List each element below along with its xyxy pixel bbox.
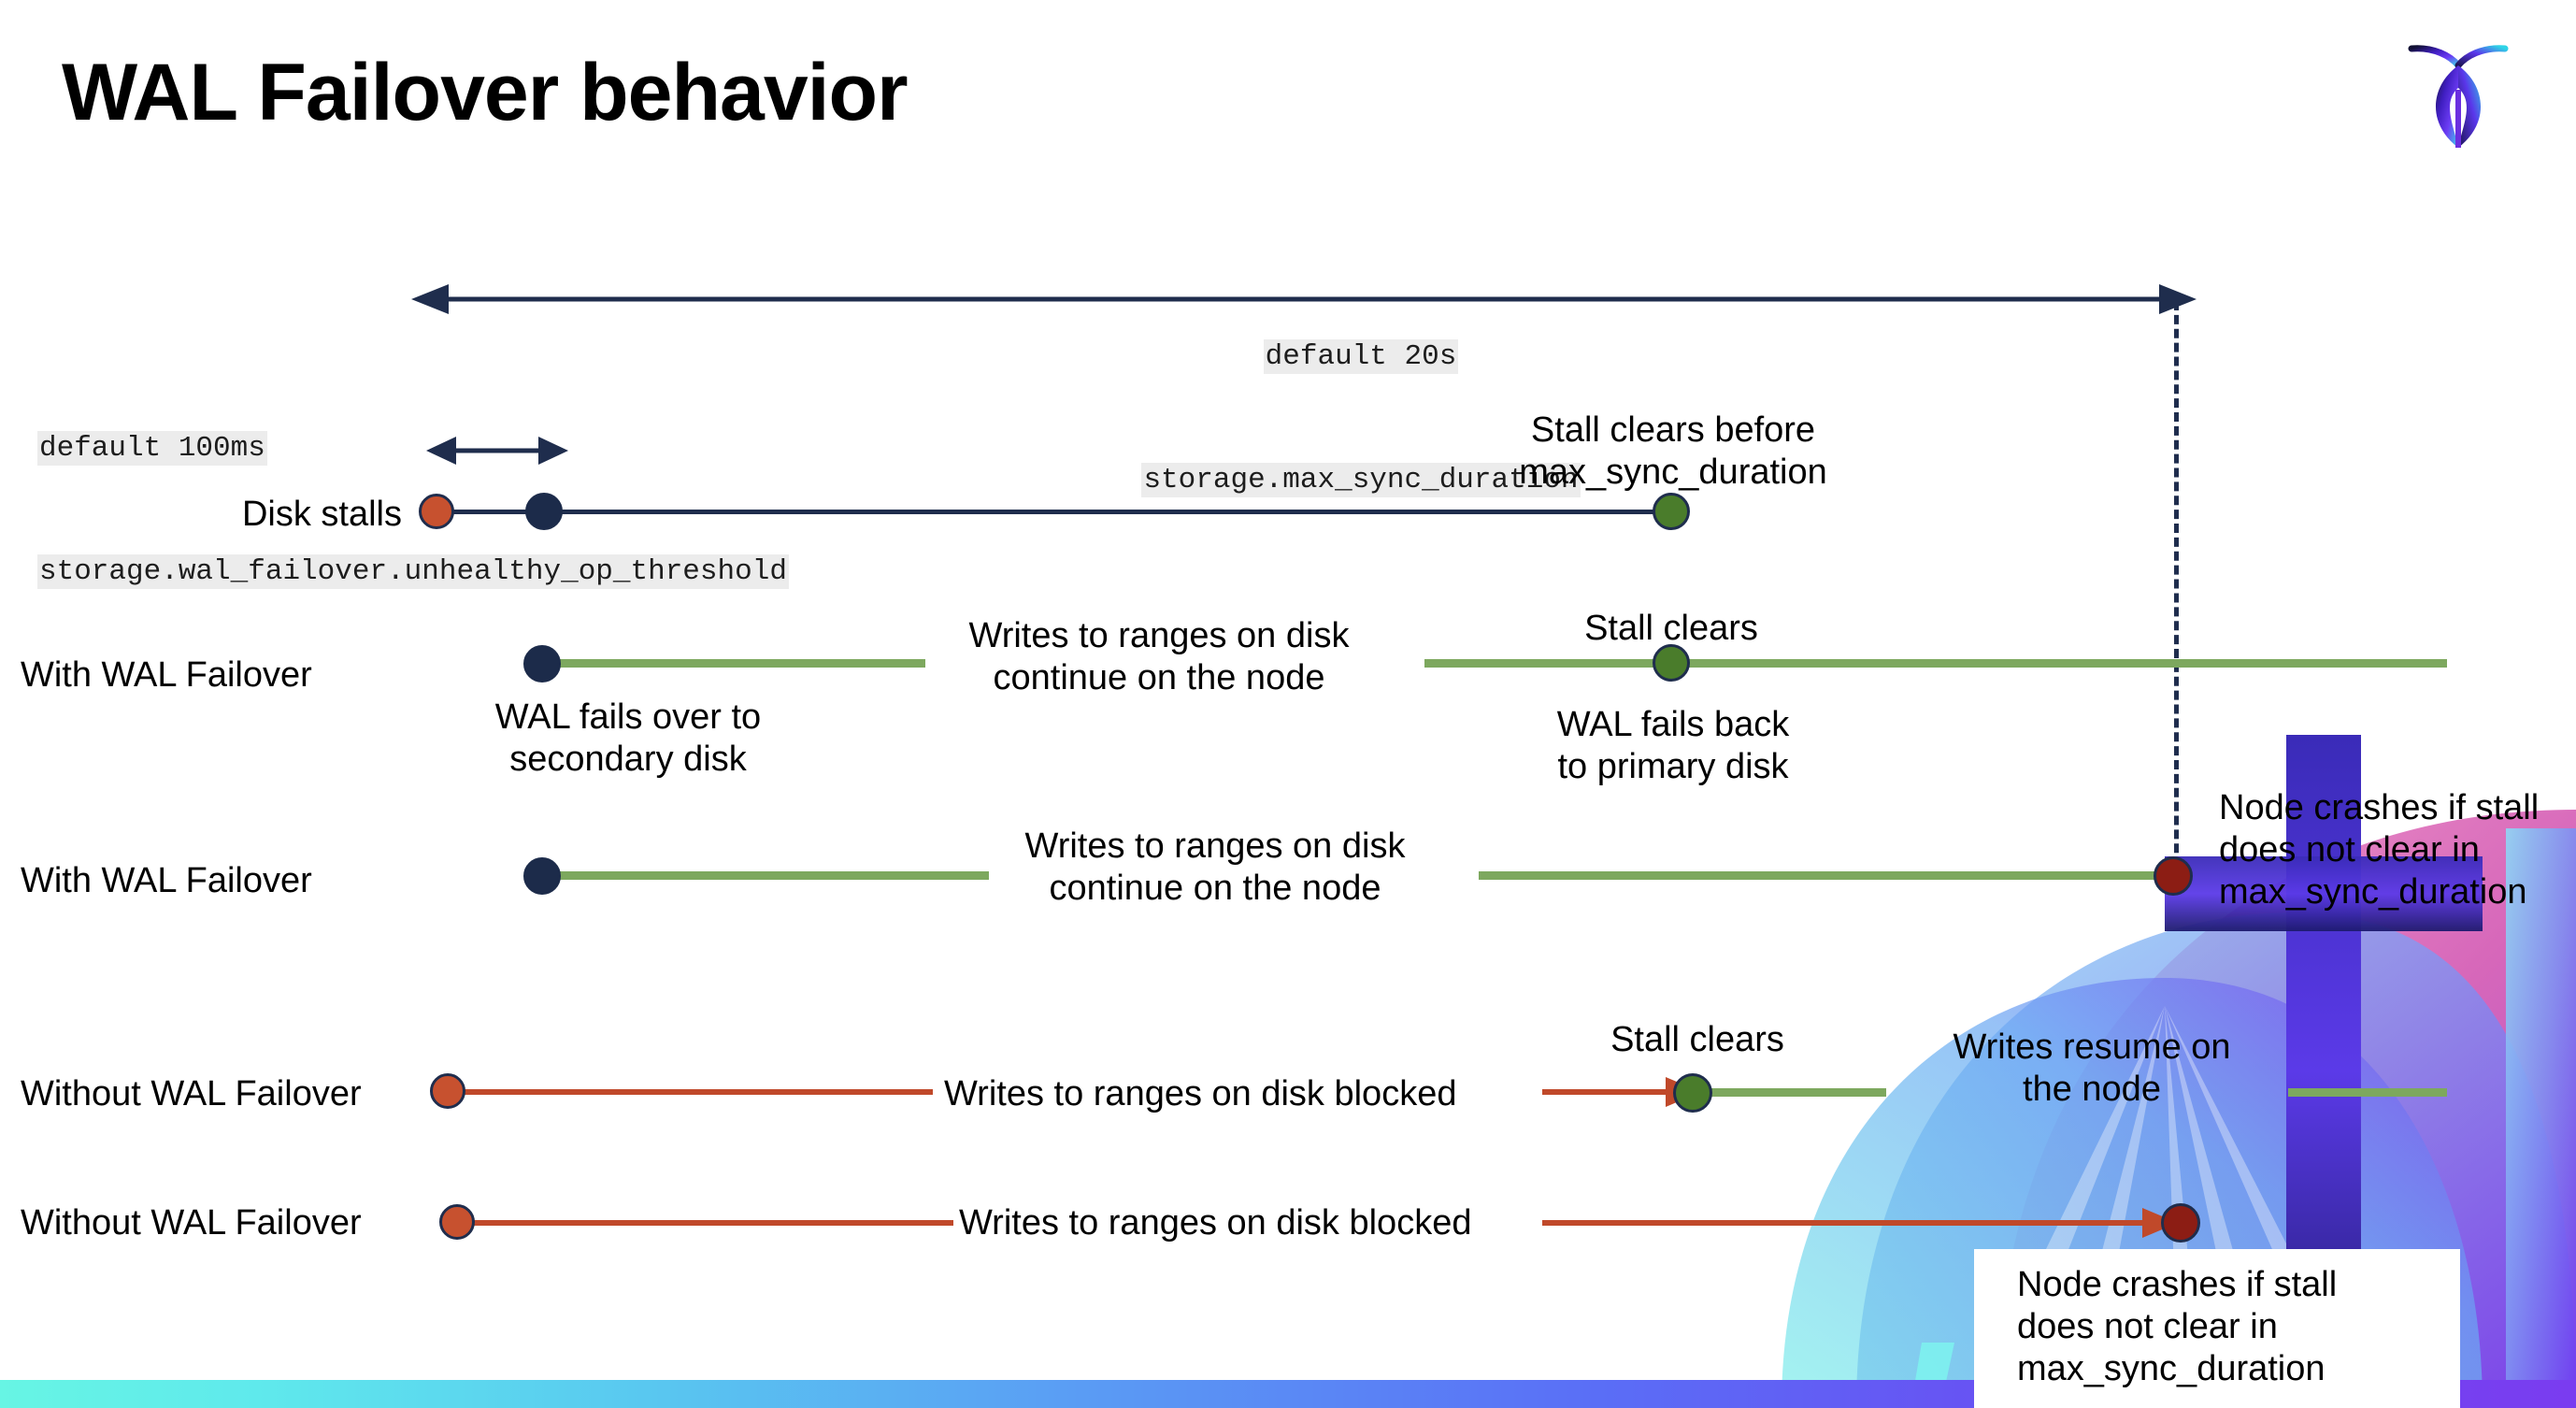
- without-failover-crash-note-crash: Node crashes if stall does not clear in …: [2017, 1265, 2338, 1388]
- without-failover-crash-line-red-left: [467, 1220, 953, 1226]
- with-failover-crash-note-crash: Node crashes if stall does not clear in …: [2219, 788, 2540, 912]
- row-label-disk-stalls: Disk stalls: [241, 495, 402, 534]
- max-sync-duration-annotation: default 20s storage.max_sync_duration: [1137, 254, 1585, 583]
- with-failover-clears-failover-dot: [523, 645, 561, 682]
- disk-stalls-line: [439, 510, 1673, 514]
- disk-stalls-clear-dot: [1653, 493, 1690, 530]
- row-label-without-failover-crash: Without WAL Failover: [21, 1203, 362, 1243]
- with-failover-crash-crash-dot: [2154, 856, 2193, 896]
- with-failover-crash-line-left: [540, 871, 989, 880]
- unhealthy-threshold-annotation: default 100ms storage.wal_failover.unhea…: [37, 346, 841, 675]
- disk-stalls-annotation: Stall clears before max_sync_duration: [1519, 410, 1827, 492]
- without-failover-crash-note-blocked: Writes to ranges on disk blocked: [959, 1203, 1472, 1243]
- without-failover-clears-line-green-right: [2288, 1088, 2447, 1097]
- with-failover-crash-line-right: [1479, 871, 2178, 880]
- max-sync-default-label: default 20s: [1263, 339, 1459, 375]
- with-failover-clears-line-left: [540, 659, 925, 668]
- cockroachdb-logo-icon: [2408, 45, 2509, 148]
- with-failover-clears-note-start: WAL fails over to secondary disk: [494, 697, 762, 779]
- with-failover-crash-note-middle: Writes to ranges on disk continue on the…: [1024, 826, 1406, 908]
- unhealthy-threshold-arrow: [426, 437, 568, 465]
- with-failover-clears-note-stall-clears: Stall clears: [1584, 609, 1758, 648]
- without-failover-clears-clear-dot: [1673, 1073, 1712, 1113]
- without-failover-crash-red-arrow: [1542, 1208, 2178, 1238]
- unhealthy-default-label: default 100ms: [37, 431, 267, 467]
- with-failover-clears-clear-dot: [1653, 644, 1690, 682]
- with-failover-clears-line-right: [1424, 659, 2447, 668]
- with-failover-crash-failover-dot: [523, 857, 561, 895]
- max-sync-duration-dropline: [2174, 301, 2179, 881]
- without-failover-clears-note-resume: Writes resume on the node: [1953, 1027, 2231, 1109]
- without-failover-clears-note-blocked: Writes to ranges on disk blocked: [944, 1074, 1457, 1113]
- without-failover-clears-line-green: [1697, 1088, 1886, 1097]
- without-failover-crash-start-dot: [439, 1204, 475, 1240]
- disk-stalls-start-dot: [419, 494, 454, 529]
- max-sync-setting-name: storage.max_sync_duration: [1141, 463, 1581, 498]
- row-label-with-failover-crash: With WAL Failover: [21, 861, 312, 900]
- without-failover-clears-start-dot: [430, 1073, 465, 1109]
- max-sync-duration-arrow: [411, 284, 2197, 314]
- without-failover-crash-callout-box: [1974, 1249, 2460, 1408]
- with-failover-clears-note-middle: Writes to ranges on disk continue on the…: [968, 616, 1350, 697]
- without-failover-clears-line-red-left: [456, 1089, 933, 1095]
- with-failover-clears-note-fail-back: WAL fails back to primary disk: [1556, 705, 1790, 786]
- row-label-with-failover-clears: With WAL Failover: [21, 655, 312, 695]
- without-failover-crash-crash-dot: [2161, 1203, 2200, 1243]
- row-label-without-failover-clears: Without WAL Failover: [21, 1074, 362, 1113]
- without-failover-clears-note-stall-clears: Stall clears: [1610, 1020, 1784, 1059]
- disk-stalls-failover-dot: [525, 493, 563, 530]
- page-title: WAL Failover behavior: [62, 48, 909, 137]
- unhealthy-setting-name: storage.wal_failover.unhealthy_op_thresh…: [37, 554, 789, 590]
